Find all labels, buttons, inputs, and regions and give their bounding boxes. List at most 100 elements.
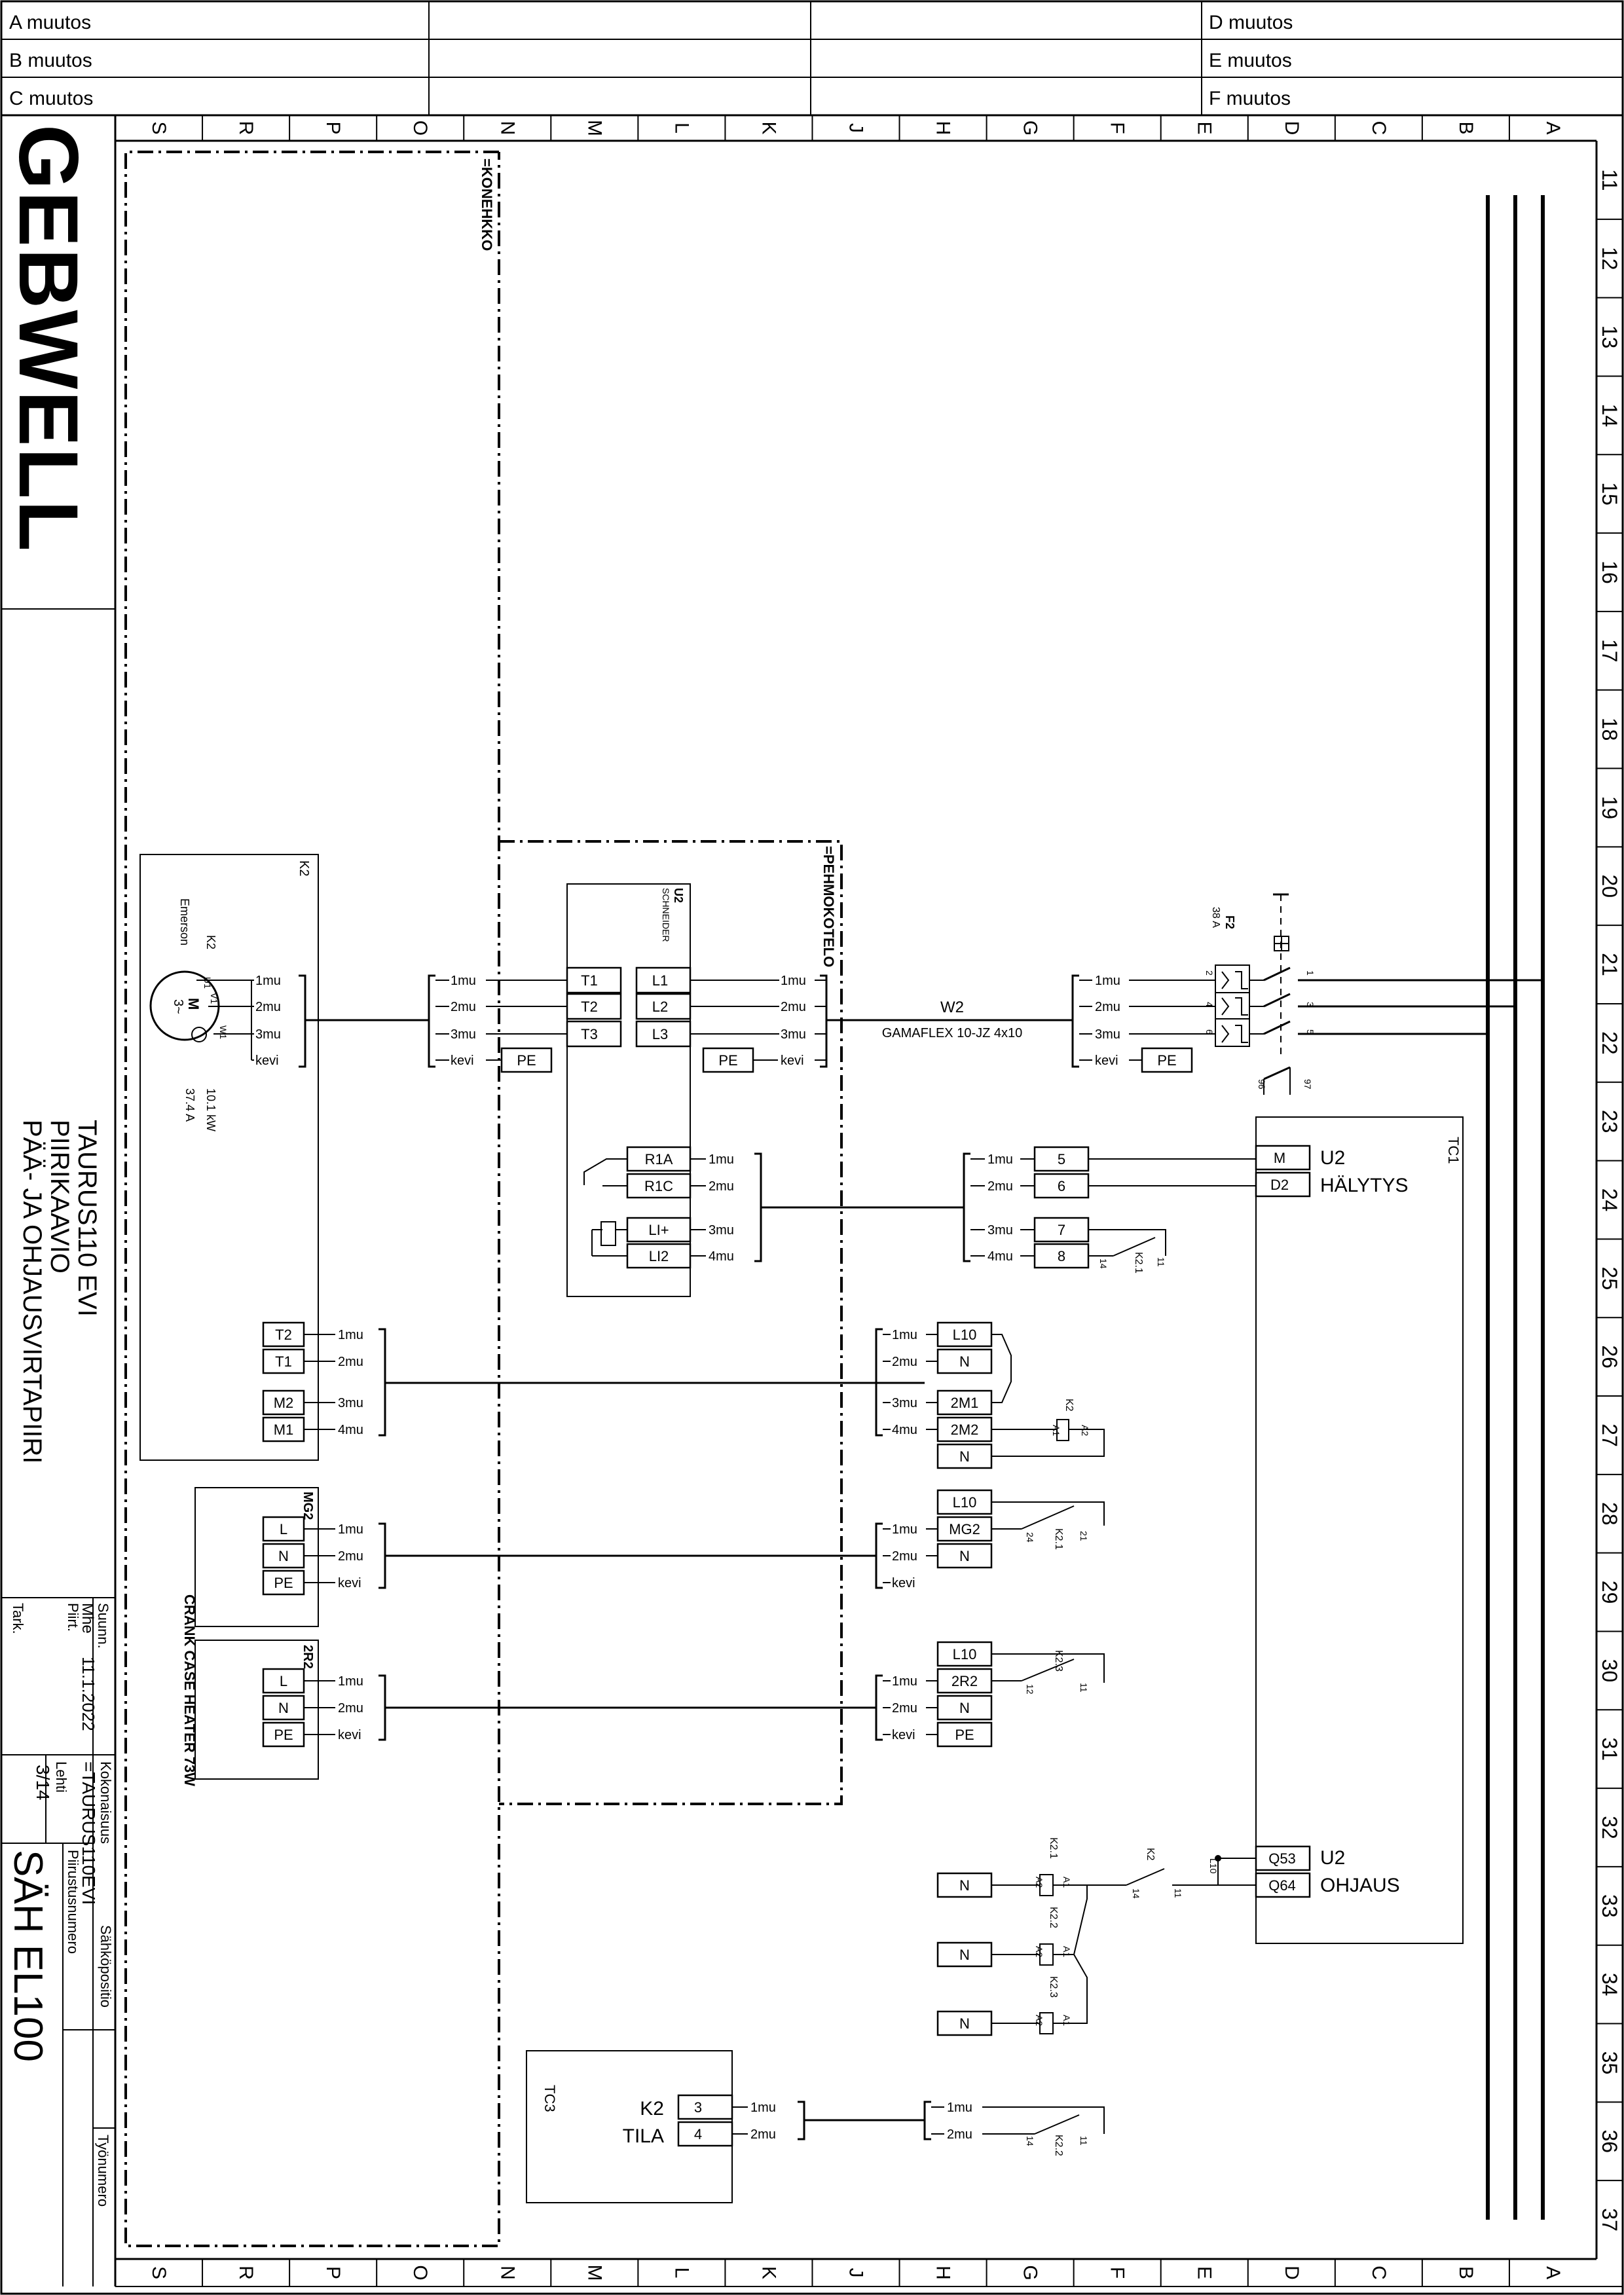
column-label-k: K <box>758 121 779 134</box>
ss-r1c-wire: 2mu <box>709 1179 734 1194</box>
k22-contact-pin-11: 11 <box>1079 2136 1089 2146</box>
kh-wire-1: 1mu <box>451 974 476 988</box>
column-label-b: B <box>1455 2266 1477 2279</box>
r2-term-l: L <box>280 1673 287 1689</box>
tc3-term-3: 3 <box>694 2099 702 2116</box>
drawing-number: SÄH EL100 <box>5 1850 50 2062</box>
row-label-29: 29 <box>1598 1581 1621 1604</box>
ss-out-wire-2: 2mu <box>781 1000 806 1014</box>
mg2-term-pe: PE <box>274 1575 293 1591</box>
aux-wire-2: 2mu <box>892 1355 917 1369</box>
mg2s-wire-kevi: kevi <box>892 1576 915 1590</box>
k21-a-pin-14: 14 <box>1098 1258 1109 1269</box>
column-label-r: R <box>235 121 257 136</box>
tc3-side-wire-2: 2mu <box>947 2127 972 2142</box>
r2s-wire-2: 2mu <box>892 1701 917 1716</box>
k21-coil-label: K2.1 <box>1048 1837 1059 1859</box>
k2-main-contact-label: K2 <box>1145 1848 1156 1861</box>
kh-wire-2: 2mu <box>451 1000 476 1014</box>
r2s-term-2r2: 2R2 <box>951 1673 978 1689</box>
motor-u1: U1 <box>202 977 213 989</box>
ss-out-wire-1: 1mu <box>781 974 806 988</box>
k23-coil-a2: A2 <box>1034 2015 1044 2026</box>
mg2-ref: MG2 <box>301 1492 315 1520</box>
ss-term-t3: T3 <box>581 1026 598 1042</box>
motor-v1: V1 <box>209 993 219 1004</box>
lehti-value: 3/14 <box>33 1765 53 1801</box>
breaker-rating: 38 A <box>1210 907 1221 928</box>
column-label-r: R <box>235 2266 257 2280</box>
motor-power: 10.1 kW <box>204 1088 217 1131</box>
row-label-27: 27 <box>1598 1423 1621 1447</box>
k21-b-label: K2.1 <box>1053 1528 1064 1550</box>
motor-current: 37.4 A <box>183 1088 196 1122</box>
title-block: GEBWELL TAURUS110 EVI PIIRIKAAVIO PÄÄ- J… <box>1 115 117 2286</box>
aux-wire-3: 3mu <box>892 1396 917 1410</box>
f2-pin-5: 5 <box>1305 1029 1316 1035</box>
k23-pin-12: 12 <box>1025 1684 1035 1695</box>
tc1-term-d2: D2 <box>1270 1177 1289 1193</box>
alarm-wire-1: 1mu <box>987 1152 1013 1167</box>
softstarter-ref: U2 <box>672 888 685 903</box>
revision-header: A muutos B muutos C muutos D muutos E mu… <box>1 1 1623 117</box>
motor-wire-kevi: kevi <box>255 1054 279 1068</box>
ss-out-wire-kevi: kevi <box>781 1054 804 1068</box>
motor-term-m2: M2 <box>274 1395 294 1411</box>
cable-ref: W2 <box>940 999 964 1016</box>
kh-wire-kevi: kevi <box>451 1054 474 1068</box>
motor-term-m1: M1 <box>274 1422 294 1438</box>
column-label-c: C <box>1368 2266 1390 2280</box>
motor-w1: W1 <box>218 1025 229 1039</box>
row-label-19: 19 <box>1598 796 1621 820</box>
ss-term-l1: L1 <box>652 972 668 989</box>
mg2-term-l: L <box>280 1521 287 1537</box>
ss-term-li2: LI2 <box>649 1248 669 1264</box>
k21-coil-a2: A2 <box>1034 1877 1044 1888</box>
ss-li2-wire: 4mu <box>709 1249 734 1264</box>
konehuone-label: =KONEHKKO <box>479 158 495 251</box>
column-label-a: A <box>1542 2266 1564 2279</box>
f2-pin-4: 4 <box>1204 1002 1215 1007</box>
r2s-term-l10: L10 <box>953 1646 977 1662</box>
row-label-18: 18 <box>1598 718 1621 741</box>
mg2-wire-2: 2mu <box>338 1549 363 1564</box>
column-label-o: O <box>409 2265 431 2280</box>
title-line-1: TAURUS110 EVI <box>73 1120 101 1317</box>
mg2-side-terminals: 1mu 2mu kevi L10 MG2 N 24 21 K2.1 <box>875 1489 1105 1590</box>
row-label-25: 25 <box>1598 1267 1621 1291</box>
pehmokotelo-label: =PEHMOKOTELO <box>821 846 837 967</box>
cable-type: GAMAFLEX 10-JZ 4x10 <box>882 1026 1023 1040</box>
kh-wire-3: 3mu <box>451 1027 476 1042</box>
mg2-term-n: N <box>278 1548 289 1564</box>
crank-case-heater-label: CRANK CASE HEATER 73W <box>181 1594 198 1786</box>
motor-wire-2mu: 2mu <box>255 1000 281 1014</box>
row-label-28: 28 <box>1598 1502 1621 1526</box>
date-value: 11.1.2022 <box>79 1657 98 1731</box>
ss-out-wire-3: 3mu <box>781 1027 806 1042</box>
column-label-p: P <box>322 2266 344 2279</box>
alarm-wire-3: 3mu <box>987 1223 1013 1238</box>
tc3-wire-2: 2mu <box>750 2127 776 2142</box>
column-label-h: H <box>932 121 954 136</box>
coil-ladder: N N N A2 A1 K2.1 A2 A1 K2.2 A2 A1 K2.3 1… <box>936 1837 1256 2036</box>
tc3-ref: TC3 <box>542 2085 558 2112</box>
column-label-m: M <box>583 2265 605 2281</box>
row-label-16: 16 <box>1598 560 1621 584</box>
ss-lip-wire: 3mu <box>709 1223 734 1238</box>
ss-term-t1: T1 <box>581 972 598 989</box>
column-label-k: K <box>758 2266 779 2279</box>
r2s-wire-kevi: kevi <box>892 1728 915 1742</box>
mg2s-term-mg2: MG2 <box>949 1521 980 1537</box>
column-label-o: O <box>409 120 431 136</box>
coil-n-3: N <box>959 2015 970 2032</box>
r2-side-terminals: 1mu 2mu kevi L10 2R2 N PE 12 11 K2.3 <box>875 1641 1105 1748</box>
k22-contact-pin-14: 14 <box>1025 2136 1035 2146</box>
column-label-n: N <box>496 2266 518 2280</box>
r2-wire-1: 1mu <box>338 1674 363 1689</box>
mg2s-wire-2: 2mu <box>892 1549 917 1564</box>
aux-term-l10: L10 <box>953 1327 977 1343</box>
title-line-2: PIIRIKAAVIO <box>45 1120 74 1274</box>
alarm-terminals: 1mu 2mu 3mu 4mu 5 6 7 8 14 11 K2.1 <box>963 1146 1256 1274</box>
suunn-value: Mhe <box>79 1603 96 1634</box>
